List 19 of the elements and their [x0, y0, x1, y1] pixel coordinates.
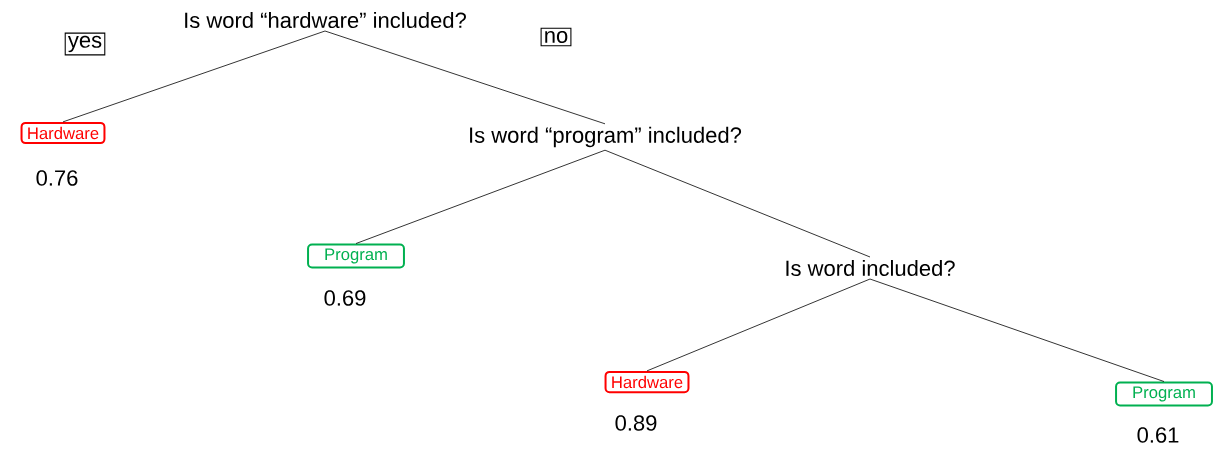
leaf-box: Hardware [604, 370, 690, 394]
leaf-box: Program [1115, 381, 1213, 407]
connector-line [646, 278, 871, 372]
connector-line [324, 30, 606, 125]
leaf-box: Program [307, 243, 405, 269]
edge-label: no [540, 27, 572, 47]
connector-line [355, 149, 606, 244]
score-text: 0.69 [324, 290, 366, 306]
score-text: 0.76 [36, 170, 78, 186]
score-text: 0.61 [1137, 427, 1179, 443]
leaf-box: Hardware [20, 121, 106, 145]
question-text: Is word “program” included? [470, 126, 742, 148]
score-text: 0.89 [615, 415, 657, 431]
question-text: Is word included? [786, 259, 955, 277]
edge-label: yes [64, 32, 106, 56]
connector-line [62, 30, 326, 123]
connector-line [869, 278, 1165, 382]
connector-line [604, 149, 871, 258]
question-text: Is word “hardware” included? [185, 11, 466, 29]
